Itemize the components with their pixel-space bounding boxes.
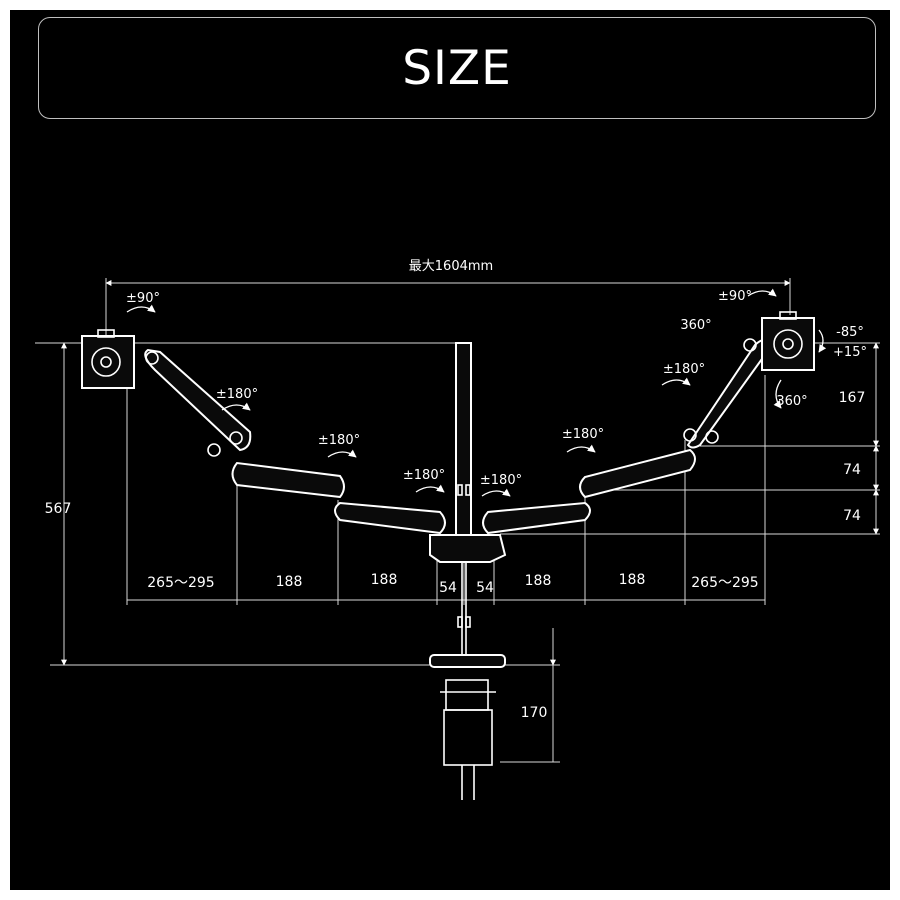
desk-clamp xyxy=(429,654,506,800)
center-pole xyxy=(455,342,472,660)
left-vesa-plate xyxy=(81,329,135,389)
rotation-labels: ±90° ±90° 360° 360° -85° +15° ±180° ±180… xyxy=(126,289,867,488)
arm-seg-right-1-label: 188 xyxy=(525,573,552,589)
swivel-label: 360° xyxy=(680,318,711,333)
dimension-lines xyxy=(35,278,880,763)
left-arm xyxy=(144,348,446,535)
black-panel xyxy=(10,10,890,890)
pole-collar xyxy=(429,534,507,563)
joint-1-label: ±180° xyxy=(216,387,258,402)
step-1-label: 74 xyxy=(843,462,861,478)
height-total-label: 567 xyxy=(45,501,72,517)
page-title: SIZE xyxy=(402,41,512,96)
height-right-label: 167 xyxy=(839,390,866,406)
clamp-height-label: 170 xyxy=(521,705,548,721)
arm-seg-left-2-label: 188 xyxy=(371,572,398,588)
swivel-label-2: 360° xyxy=(776,394,807,409)
step-2-label: 74 xyxy=(843,508,861,524)
dimension-labels: 最大1604mm 567 265～295 188 188 54 54 188 1… xyxy=(45,259,866,721)
joint-4-label: ±180° xyxy=(480,473,522,488)
tilt-down-label: +15° xyxy=(833,345,867,360)
tilt-up-label: -85° xyxy=(836,325,864,340)
max-width-label: 最大1604mm xyxy=(409,259,493,274)
offset-right-label: 54 xyxy=(476,580,494,596)
joint-2-label: ±180° xyxy=(318,433,360,448)
arm-seg-left-1-label: 188 xyxy=(276,574,303,590)
reach-right-label: 265～295 xyxy=(691,575,758,591)
joint-3-label: ±180° xyxy=(403,468,445,483)
reach-left-label: 265～295 xyxy=(147,575,214,591)
right-arm xyxy=(482,338,774,535)
title-banner: SIZE xyxy=(38,17,876,119)
tilt-right-label: ±90° xyxy=(718,289,752,304)
joint-5-label: ±180° xyxy=(562,427,604,442)
offset-left-label: 54 xyxy=(439,580,457,596)
arm-seg-right-2-label: 188 xyxy=(619,572,646,588)
rotation-arrows xyxy=(126,288,827,497)
right-vesa-plate xyxy=(761,311,815,371)
tilt-left-label: ±90° xyxy=(126,291,160,306)
joint-6-label: ±180° xyxy=(663,362,705,377)
